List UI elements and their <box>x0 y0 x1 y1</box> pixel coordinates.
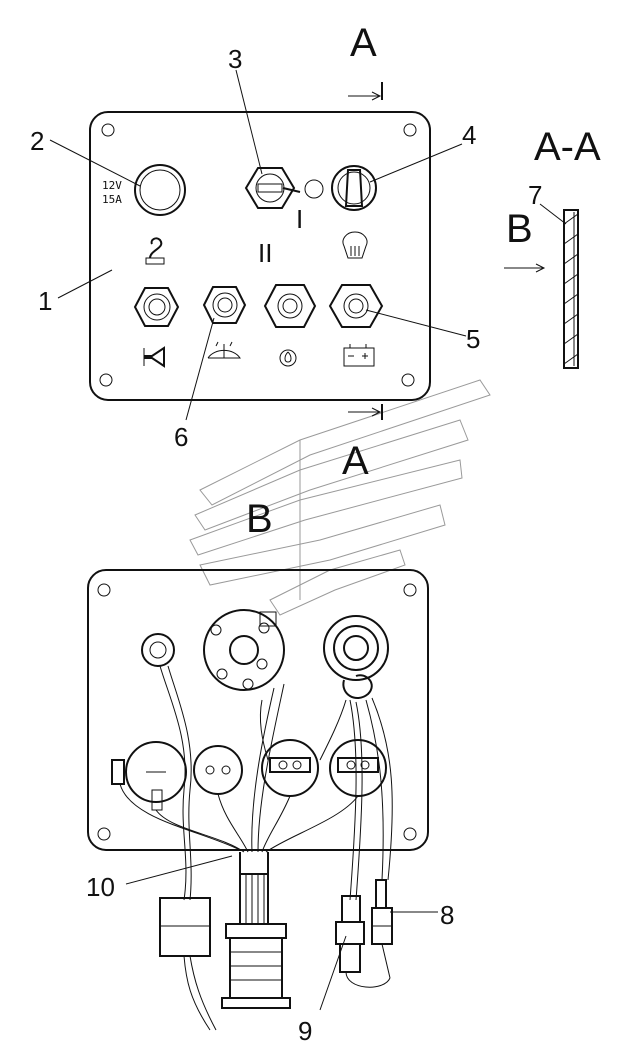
callout-10: 10 <box>86 872 115 902</box>
wiring-harness <box>119 665 393 901</box>
knob-rear <box>323 615 389 699</box>
panel-rear <box>87 569 429 1031</box>
section-view-title: A-A <box>534 125 601 169</box>
ignition-switch: I II <box>244 167 324 268</box>
socket-rear-4 <box>329 739 387 797</box>
fuse-current-label: 15A <box>102 193 122 206</box>
connector-9 <box>335 895 391 988</box>
fuse-voltage-label: 12V <box>102 179 122 192</box>
section-strip <box>563 209 579 369</box>
wiper-button <box>202 286 247 324</box>
socket-rear-1 <box>111 741 187 811</box>
heater-icon <box>342 231 368 259</box>
fuse-holder <box>159 897 217 1031</box>
switch-rear <box>203 609 285 691</box>
callout-6: 6 <box>174 422 188 452</box>
callout-1: 1 <box>38 286 52 316</box>
panel-front: 12V 15A I II <box>89 82 431 420</box>
oil-lamp <box>263 284 317 328</box>
callout-7: 7 <box>528 180 542 210</box>
connector-8 <box>371 879 393 979</box>
callout-4: 4 <box>462 120 476 150</box>
callout-3: 3 <box>228 44 242 74</box>
socket-rear-2 <box>193 745 243 795</box>
callout-9: 9 <box>298 1016 312 1046</box>
battery-lamp <box>328 284 384 328</box>
fuse-socket: 12V 15A <box>102 164 186 216</box>
view-b-side-mark: B <box>506 207 533 251</box>
callout-8: 8 <box>440 900 454 930</box>
view-b-main-mark: B <box>246 497 273 541</box>
callout-2: 2 <box>30 126 44 156</box>
multipin-connector <box>221 873 291 1009</box>
switch-position-1: I <box>296 204 303 234</box>
watermark-logo <box>189 379 491 616</box>
horn-button <box>133 287 180 327</box>
horn-icon <box>143 346 165 368</box>
section-mark-bottom: A <box>342 439 369 483</box>
section-mark-top: A <box>350 21 377 65</box>
wiper-icon <box>207 341 241 359</box>
glow-plug-icon <box>145 237 165 265</box>
heater-knob <box>331 165 377 211</box>
switch-position-2: II <box>258 238 272 268</box>
leader-lines <box>49 69 567 1011</box>
view-b-arrow <box>504 263 546 273</box>
battery-icon <box>343 344 375 367</box>
oil-pressure-icon <box>279 349 297 367</box>
callout-5: 5 <box>466 324 480 354</box>
